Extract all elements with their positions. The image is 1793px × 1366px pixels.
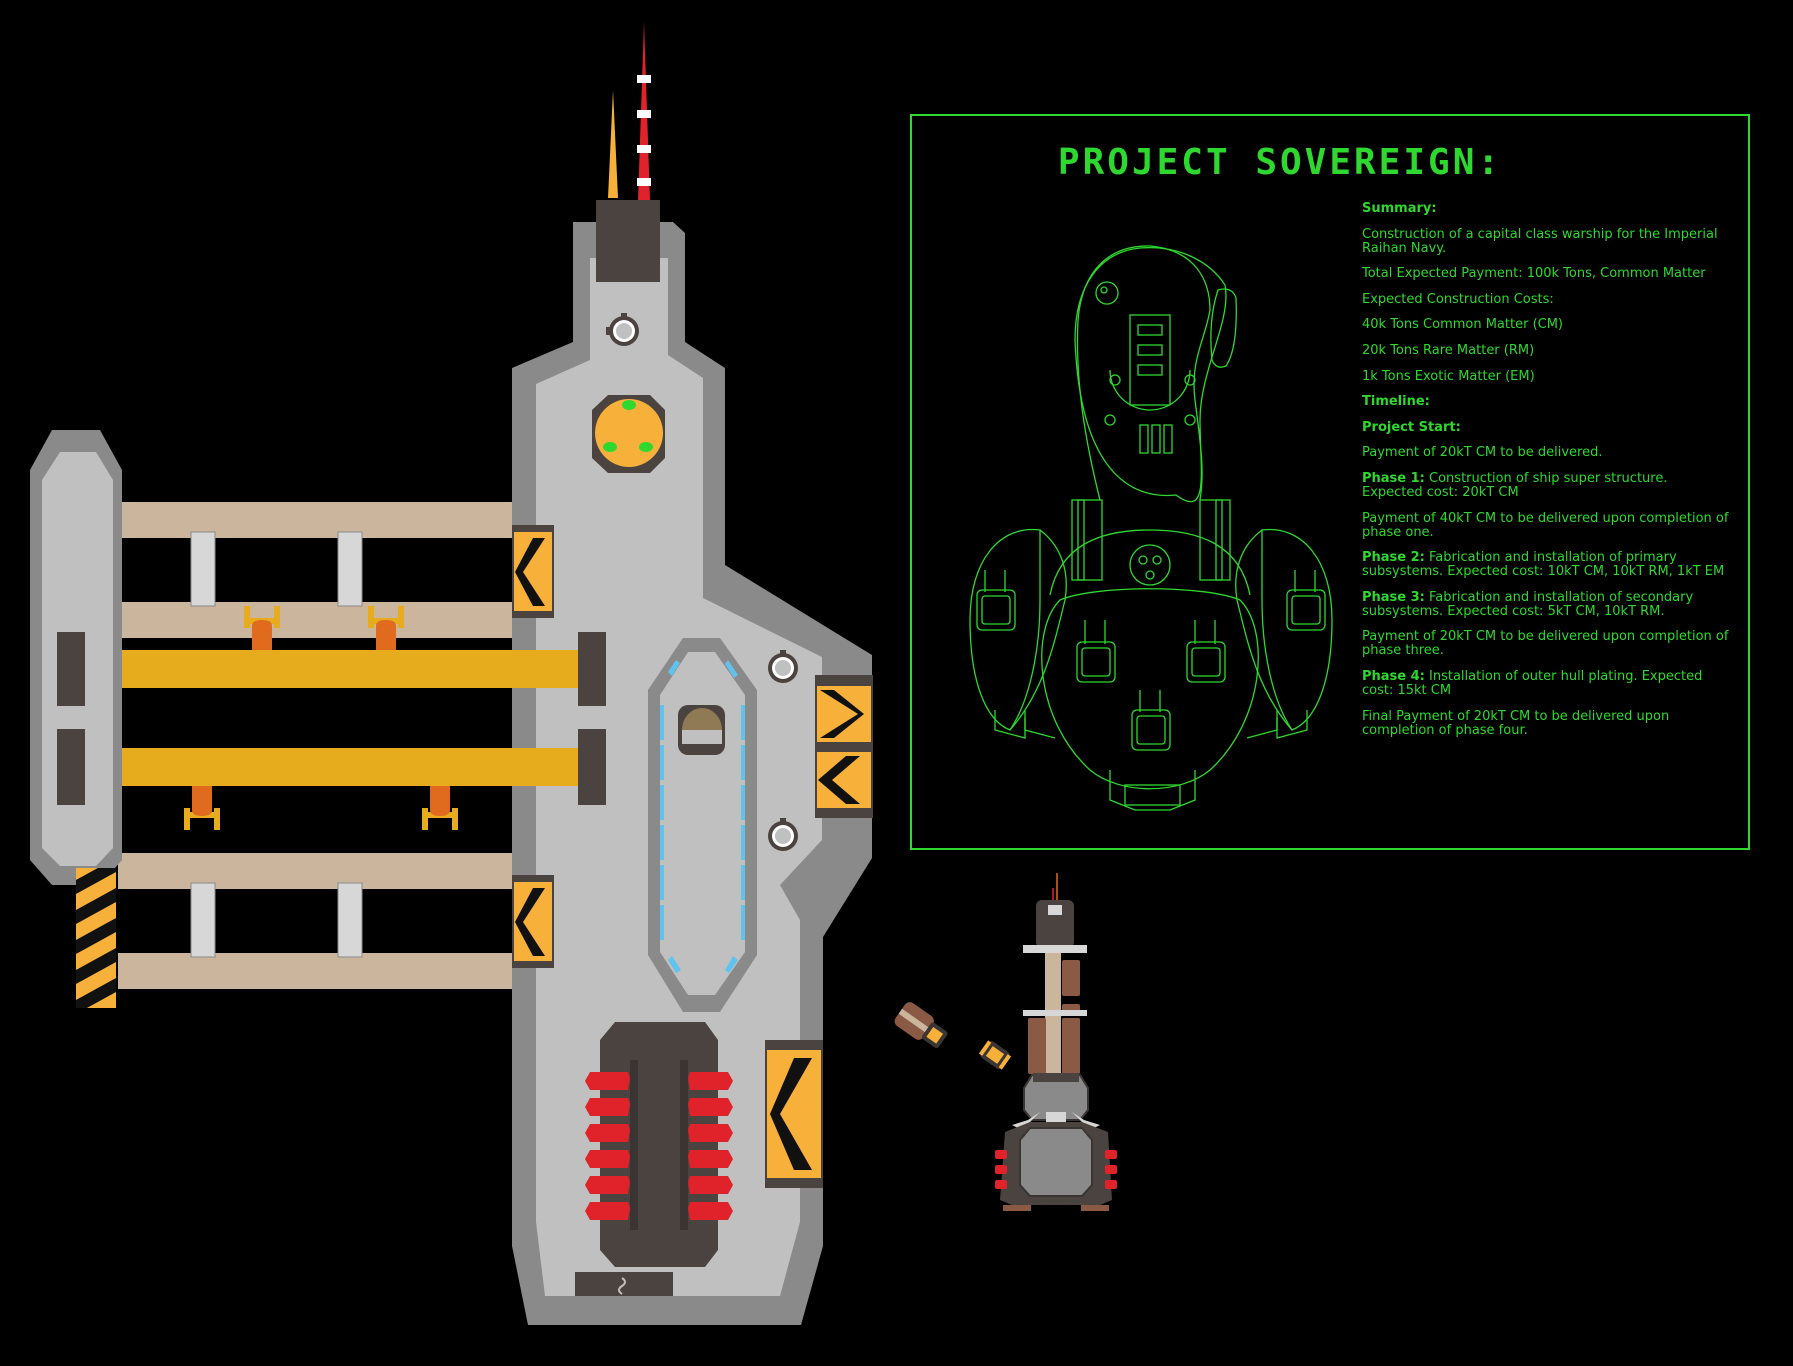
detail-line: Payment of 20kT CM to be delivered upon …	[1362, 630, 1732, 658]
detail-text: Final Payment of 20kT CM to be delivered…	[1362, 708, 1670, 738]
detail-line: Phase 3: Fabrication and installation of…	[1362, 589, 1732, 619]
engine-block	[585, 1022, 733, 1267]
detail-line: Payment of 40kT CM to be delivered upon …	[1362, 510, 1732, 540]
station	[30, 22, 873, 1325]
detail-text: Construction of a capital class warship …	[1362, 226, 1718, 256]
detail-heading: Timeline:	[1362, 394, 1430, 410]
docking-ring	[606, 313, 639, 346]
station-arm	[75, 502, 606, 989]
detail-line: Phase 2: Fabrication and installation of…	[1362, 551, 1732, 579]
antenna-orange	[608, 90, 618, 198]
detail-text: Payment of 20kT CM to be delivered upon …	[1362, 629, 1729, 659]
cargo-drone	[894, 1002, 948, 1049]
reactor-core	[592, 395, 665, 473]
docking-ring	[768, 818, 798, 851]
crane-arm	[184, 606, 458, 830]
top-control-block	[596, 200, 660, 282]
small-warship	[995, 873, 1117, 1211]
detail-text: Payment of 40kT CM to be delivered upon …	[1362, 510, 1729, 540]
detail-line: Phase 4: Installation of outer hull plat…	[1362, 668, 1732, 698]
detail-heading: Phase 4:	[1362, 668, 1425, 684]
detail-text: 40k Tons Common Matter (CM)	[1362, 317, 1564, 333]
detail-line: Timeline:	[1362, 395, 1732, 409]
detail-text: Construction of ship super structure. Ex…	[1362, 470, 1668, 500]
hazard-chevron-panel	[512, 875, 554, 968]
detail-line: 40k Tons Common Matter (CM)	[1362, 318, 1732, 332]
detail-heading: Project Start:	[1362, 419, 1461, 435]
project-info-panel: PROJECT SOVEREIGN: Summary: Construction …	[910, 114, 1750, 850]
docking-ring	[768, 650, 798, 683]
detail-text: 20k Tons Rare Matter (RM)	[1362, 342, 1535, 358]
detail-heading: Phase 3:	[1362, 589, 1425, 605]
detail-text: 1k Tons Exotic Matter (EM)	[1362, 368, 1535, 384]
cargo-drone	[978, 1040, 1012, 1070]
detail-line: Construction of a capital class warship …	[1362, 226, 1732, 256]
hazard-chevron-panel	[512, 525, 554, 618]
detail-line: Project Start:	[1362, 419, 1732, 435]
left-pylon	[30, 430, 122, 885]
project-details: Summary: Construction of a capital class …	[1362, 202, 1732, 749]
detail-line: Phase 1: Construction of ship super stru…	[1362, 470, 1732, 500]
detail-text: Expected Construction Costs:	[1362, 291, 1554, 307]
detail-text: Installation of outer hull plating. Expe…	[1362, 668, 1703, 698]
detail-heading: Phase 1:	[1362, 470, 1425, 486]
detail-text: Fabrication and installation of primary …	[1362, 550, 1725, 580]
detail-text: Fabrication and installation of secondar…	[1362, 589, 1694, 619]
detail-line: Total Expected Payment: 100k Tons, Commo…	[1362, 267, 1732, 281]
detail-line: Expected Construction Costs:	[1362, 291, 1732, 307]
detail-line: 20k Tons Rare Matter (RM)	[1362, 342, 1732, 358]
detail-line: Payment of 20kT CM to be delivered.	[1362, 446, 1732, 460]
warship-blueprint	[969, 245, 1333, 811]
detail-line: Summary:	[1362, 202, 1732, 216]
hazard-chevron-panel	[765, 1040, 823, 1188]
central-bay	[648, 638, 757, 1012]
detail-heading: Phase 2:	[1362, 550, 1425, 566]
hazard-stripe	[76, 868, 116, 1008]
hazard-chevron-panel	[815, 675, 873, 818]
detail-text: Payment of 20kT CM to be delivered.	[1362, 445, 1603, 461]
detail-text: Total Expected Payment: 100k Tons, Commo…	[1362, 266, 1706, 282]
antenna-red	[637, 22, 651, 200]
detail-heading: Summary:	[1362, 201, 1437, 216]
panel-title: PROJECT SOVEREIGN:	[1057, 142, 1503, 183]
detail-line: Final Payment of 20kT CM to be delivered…	[1362, 708, 1732, 738]
detail-line: 1k Tons Exotic Matter (EM)	[1362, 368, 1732, 384]
